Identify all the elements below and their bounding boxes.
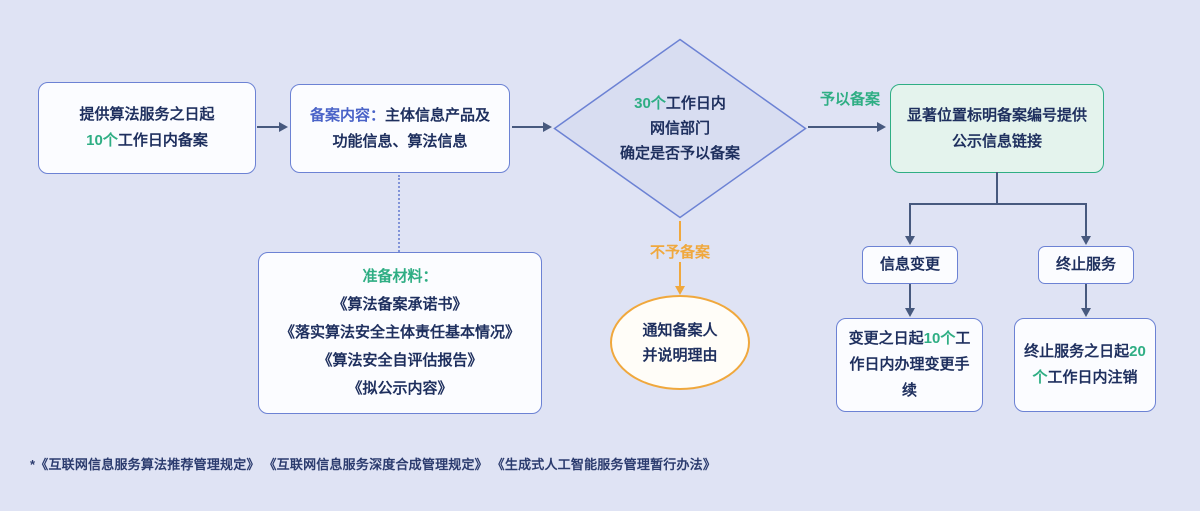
- change-box: 信息变更: [862, 246, 958, 284]
- decision-line1: 30个工作日内: [634, 91, 726, 116]
- content-box: 备案内容：主体信息产品及 功能信息、算法信息: [290, 84, 510, 173]
- connector-publish-branch-horizontal: [909, 203, 1087, 205]
- connector-content-decision-arrowhead: [543, 122, 552, 132]
- connector-start-content-line: [257, 126, 280, 128]
- materials-title: 准备材料：: [362, 268, 438, 285]
- change-detail-pre: 变更之日起: [848, 330, 924, 347]
- footnote: *《互联网信息服务算法推荐管理规定》 《互联网信息服务深度合成管理规定》 《生成…: [30, 457, 717, 472]
- connector-branch-change-line: [909, 204, 911, 236]
- content-text-1: 主体信息产品及: [385, 106, 491, 124]
- decision-diamond: 30个工作日内 网信部门 确定是否予以备案: [563, 58, 797, 198]
- content-text-2: 功能信息、算法信息: [332, 132, 468, 150]
- decision-diamond-shape: [553, 38, 807, 219]
- content-label: 备案内容：: [309, 106, 385, 124]
- connector-branch-change-arrowhead: [905, 236, 915, 245]
- start-text-2: 工作日内备案: [117, 132, 208, 149]
- publish-box: 显著位置标明备案编号提供 公示信息链接: [890, 84, 1104, 173]
- change-detail-highlight: 10个: [923, 330, 956, 347]
- content-box-line1: 备案内容：主体信息产品及: [310, 103, 490, 129]
- notify-line2: 并说明理由: [642, 346, 718, 364]
- terminate-detail-highlight: 20个: [1032, 343, 1146, 386]
- materials-item-1: 《算法备案承诺书》: [332, 296, 468, 313]
- terminate-label: 终止服务: [1055, 256, 1116, 273]
- change-label: 信息变更: [879, 256, 940, 273]
- decision-line2: 网信部门: [649, 119, 710, 137]
- decision-text-1: 工作日内: [665, 94, 726, 112]
- connector-terminate-detail-line: [1085, 284, 1087, 308]
- connector-decision-publish-arrowhead: [877, 122, 886, 132]
- materials-item-2: 《落实算法安全主体责任基本情况》: [279, 324, 520, 341]
- terminate-detail-post: 工作日内注销: [1047, 369, 1138, 386]
- connector-change-detail-line: [909, 284, 911, 308]
- terminate-detail-pre: 终止服务之日起: [1024, 343, 1130, 360]
- start-text-highlight: 10个: [86, 132, 118, 149]
- start-box: 提供算法服务之日起 10个工作日内备案: [38, 82, 256, 174]
- change-detail-box: 变更之日起10个工作日内办理变更手续: [836, 318, 983, 412]
- connector-decision-notify-arrowhead: [675, 286, 685, 295]
- connector-publish-branch-stem: [996, 172, 998, 205]
- reject-branch-label: 不予备案: [644, 241, 716, 262]
- start-box-line2: 10个工作日内备案: [86, 128, 208, 154]
- materials-item-3: 《算法安全自评估报告》: [317, 352, 483, 369]
- connector-content-materials-dotted: [398, 175, 400, 252]
- decision-line3: 确定是否予以备案: [619, 144, 740, 162]
- terminate-detail-text: 终止服务之日起20个工作日内注销: [1023, 339, 1147, 391]
- connector-branch-terminate-arrowhead: [1081, 236, 1091, 245]
- connector-branch-terminate-line: [1085, 204, 1087, 236]
- change-detail-post: 工作日内办理变更手续: [849, 330, 971, 399]
- change-detail-text: 变更之日起10个工作日内办理变更手续: [845, 326, 974, 404]
- notify-ellipse: 通知备案人 并说明理由: [610, 295, 750, 390]
- publish-line2: 公示信息链接: [951, 132, 1042, 150]
- decision-text-highlight: 30个: [634, 94, 666, 112]
- terminate-box: 终止服务: [1038, 246, 1134, 284]
- terminate-detail-box: 终止服务之日起20个工作日内注销: [1014, 318, 1156, 412]
- materials-box: 准备材料： 《算法备案承诺书》 《落实算法安全主体责任基本情况》 《算法安全自评…: [258, 252, 542, 414]
- connector-start-content-arrowhead: [279, 122, 288, 132]
- connector-change-detail-arrowhead: [905, 308, 915, 317]
- start-text-1: 提供算法服务之日起: [79, 106, 215, 123]
- content-box-line2: 功能信息、算法信息: [332, 129, 467, 155]
- connector-decision-publish-line: [808, 126, 878, 128]
- connector-terminate-detail-arrowhead: [1081, 308, 1091, 317]
- materials-item-4: 《拟公示内容》: [347, 380, 453, 397]
- connector-content-decision-line: [512, 126, 543, 128]
- start-box-line1: 提供算法服务之日起: [79, 102, 214, 128]
- approve-branch-label: 予以备案: [819, 91, 880, 108]
- decision-diamond-polygon: [553, 38, 807, 219]
- publish-line1: 显著位置标明备案编号提供: [906, 106, 1087, 124]
- notify-line1: 通知备案人: [642, 321, 718, 339]
